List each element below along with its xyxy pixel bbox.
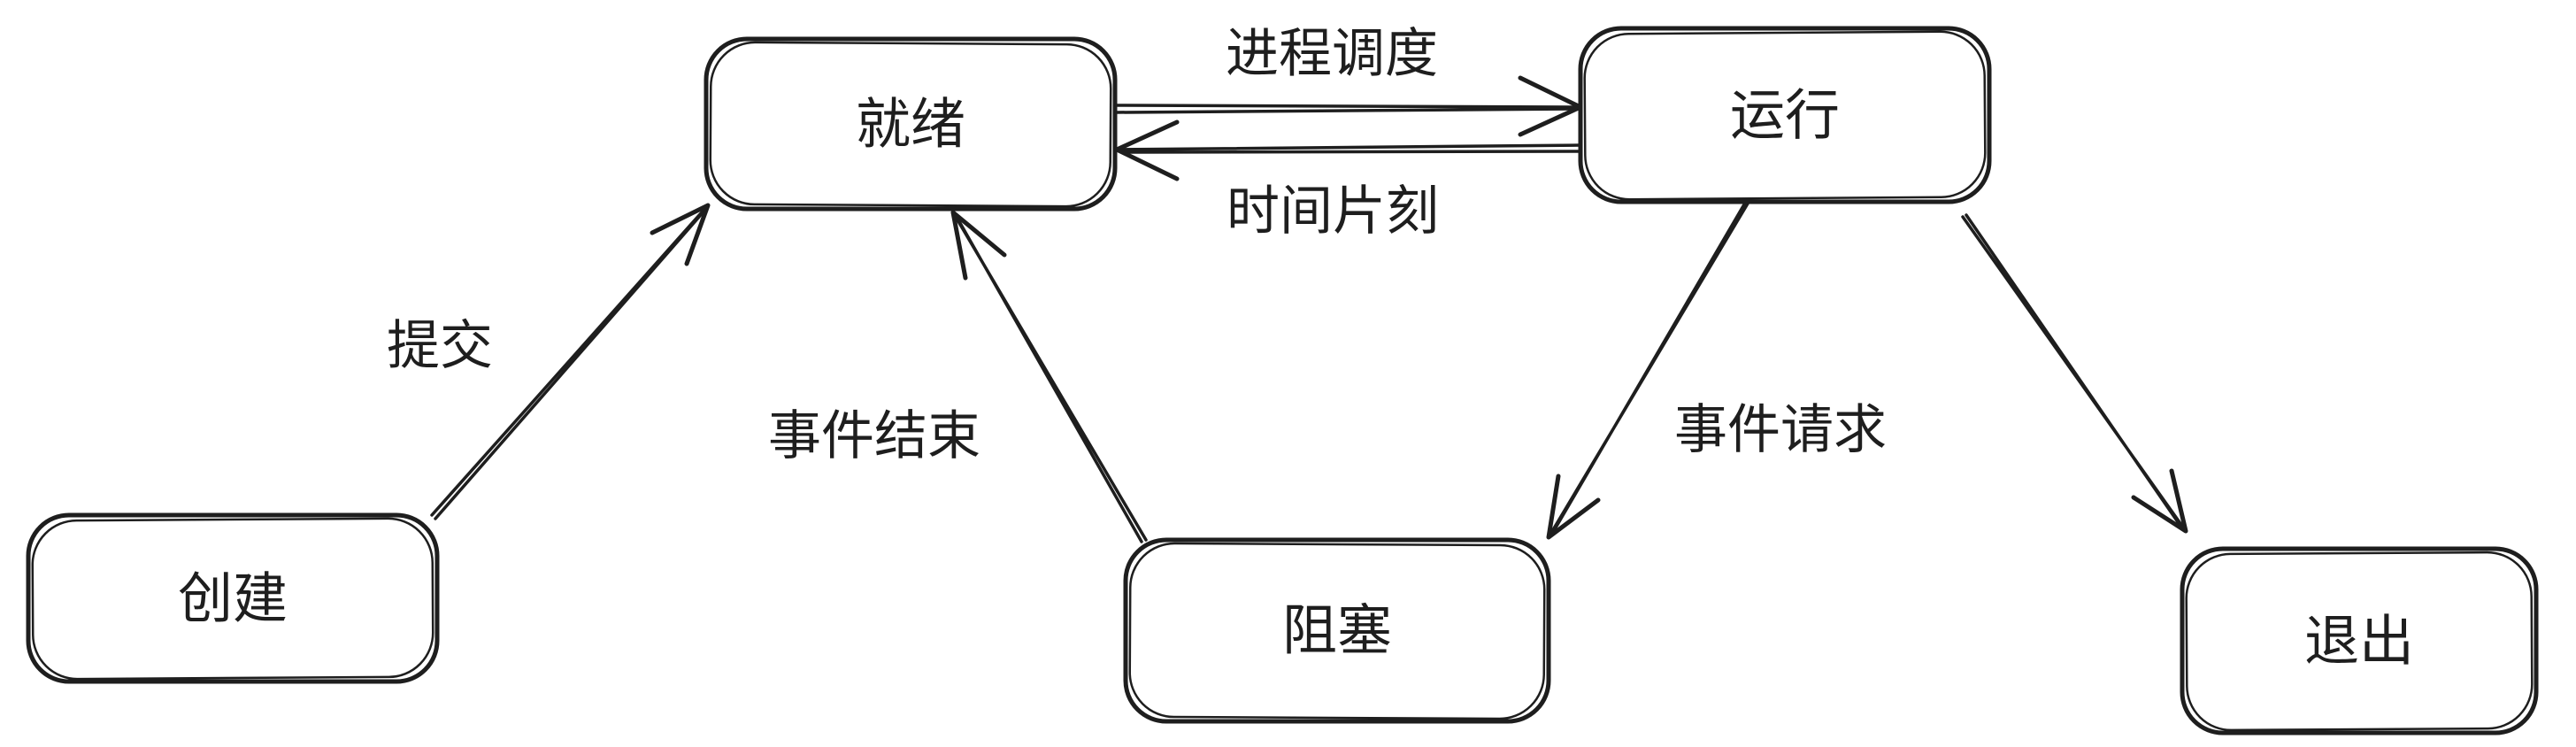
edge-event-end-arrowhead — [950, 210, 1007, 281]
node-blocked-box-echo — [1128, 542, 1546, 720]
edge-submit-line — [430, 204, 710, 520]
node-create-box-echo — [31, 517, 434, 681]
edge-event-end: 事件结束 — [768, 210, 1148, 543]
node-running-label: 运行 — [1730, 86, 1840, 147]
edge-schedule-arrowhead — [1518, 75, 1583, 137]
node-ready: 就绪 — [704, 36, 1118, 212]
edge-terminate-arrowhead — [2131, 468, 2188, 534]
edge-submit-label: 提交 — [387, 316, 493, 375]
edge-event-request: 事件请求 — [1546, 202, 1887, 540]
edge-schedule-line — [1115, 104, 1582, 114]
node-blocked-label: 阻塞 — [1282, 601, 1392, 662]
edge-terminate-line — [1961, 213, 2188, 533]
edge-timeslice-arrowhead — [1114, 119, 1180, 181]
edge-submit: 提交 — [387, 203, 711, 520]
node-running-box-echo — [1583, 30, 1987, 201]
edge-event-end-line — [951, 211, 1148, 543]
edge-submit-arrowhead — [650, 203, 711, 266]
edge-event-request-arrowhead — [1546, 474, 1601, 540]
edge-timeslice-line — [1115, 143, 1582, 154]
node-exit-label: 退出 — [2304, 612, 2414, 673]
edge-schedule: 进程调度 — [1115, 24, 1583, 137]
node-create-label: 创建 — [178, 569, 288, 630]
node-running-box — [1578, 26, 1992, 204]
node-create: 创建 — [26, 512, 440, 684]
node-exit: 退出 — [2180, 546, 2539, 735]
node-blocked-box — [1123, 537, 1551, 724]
node-exit-box-echo — [2185, 551, 2534, 732]
node-running: 运行 — [1578, 26, 1992, 204]
edge-timeslice-label: 时间片刻 — [1226, 181, 1439, 241]
edge-timeslice: 时间片刻 — [1114, 119, 1582, 241]
node-create-box — [26, 512, 440, 684]
node-ready-box — [704, 36, 1118, 212]
node-ready-box-echo — [709, 41, 1112, 208]
edge-event-end-label: 事件结束 — [768, 406, 980, 466]
node-blocked: 阻塞 — [1123, 537, 1551, 724]
node-ready-label: 就绪 — [856, 95, 965, 156]
edge-schedule-label: 进程调度 — [1226, 24, 1438, 83]
node-exit-box — [2180, 546, 2539, 735]
edge-event-request-label: 事件请求 — [1674, 400, 1887, 459]
edge-event-request-line — [1547, 202, 1749, 539]
edge-terminate — [1961, 213, 2188, 534]
